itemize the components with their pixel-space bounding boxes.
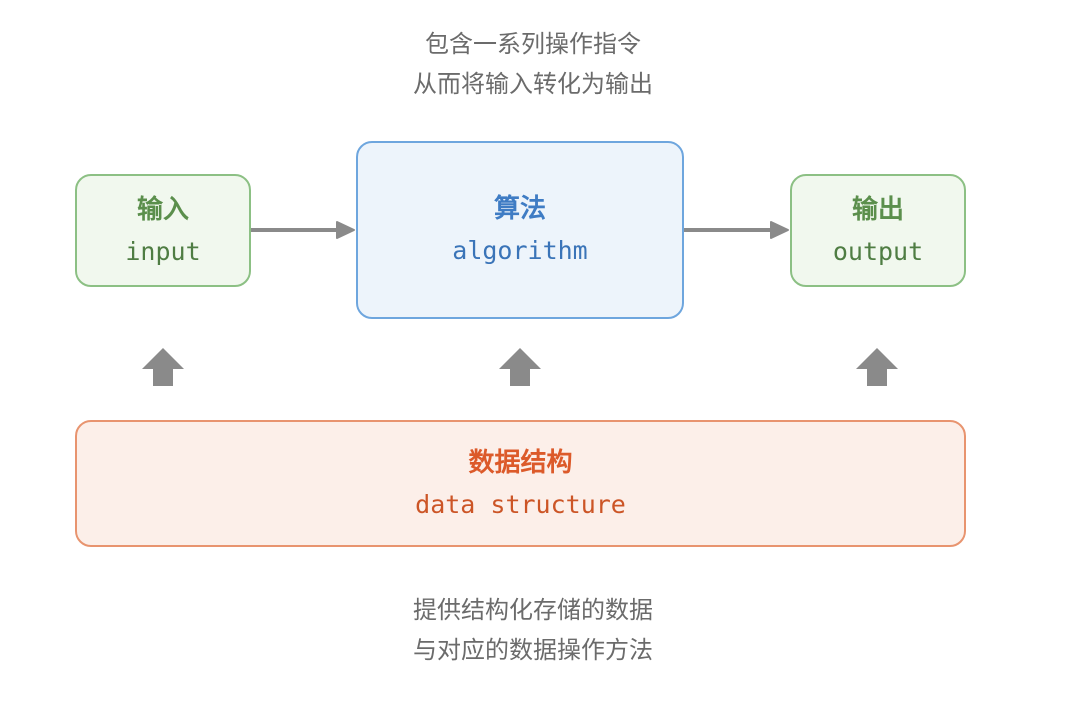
data-structure-node-title: 数据结构 xyxy=(468,447,573,478)
algorithm-description-line-1: 包含一系列操作指令 xyxy=(425,30,641,58)
algorithm-description-line-2: 从而将输入转化为输出 xyxy=(413,70,653,98)
output-node-title: 输出 xyxy=(851,194,904,225)
arrow-algorithm-to-output xyxy=(684,221,789,239)
algorithm-node: 算法 algorithm xyxy=(356,141,684,319)
data-structure-node: 数据结构 data structure xyxy=(75,420,966,547)
data-structure-description-line-1: 提供结构化存储的数据 xyxy=(413,596,653,624)
output-node-subtitle: output xyxy=(832,236,924,266)
input-node-subtitle: input xyxy=(125,236,201,266)
data-structure-description-line-2: 与对应的数据操作方法 xyxy=(413,636,653,664)
data-structure-node-subtitle: data structure xyxy=(415,489,626,519)
output-node: 输出 output xyxy=(790,174,966,287)
data-structure-description: 提供结构化存储的数据 与对应的数据操作方法 xyxy=(0,590,1066,670)
input-node: 输入 input xyxy=(75,174,251,287)
algorithm-node-subtitle: algorithm xyxy=(452,236,588,265)
algorithm-description: 包含一系列操作指令 从而将输入转化为输出 xyxy=(0,24,1066,104)
input-node-title: 输入 xyxy=(136,194,189,225)
up-arrow-to-output xyxy=(856,348,898,386)
algorithm-node-title: 算法 xyxy=(493,194,546,224)
arrow-input-to-algorithm xyxy=(251,221,355,239)
up-arrow-to-algorithm xyxy=(499,348,541,386)
up-arrow-to-input xyxy=(142,348,184,386)
